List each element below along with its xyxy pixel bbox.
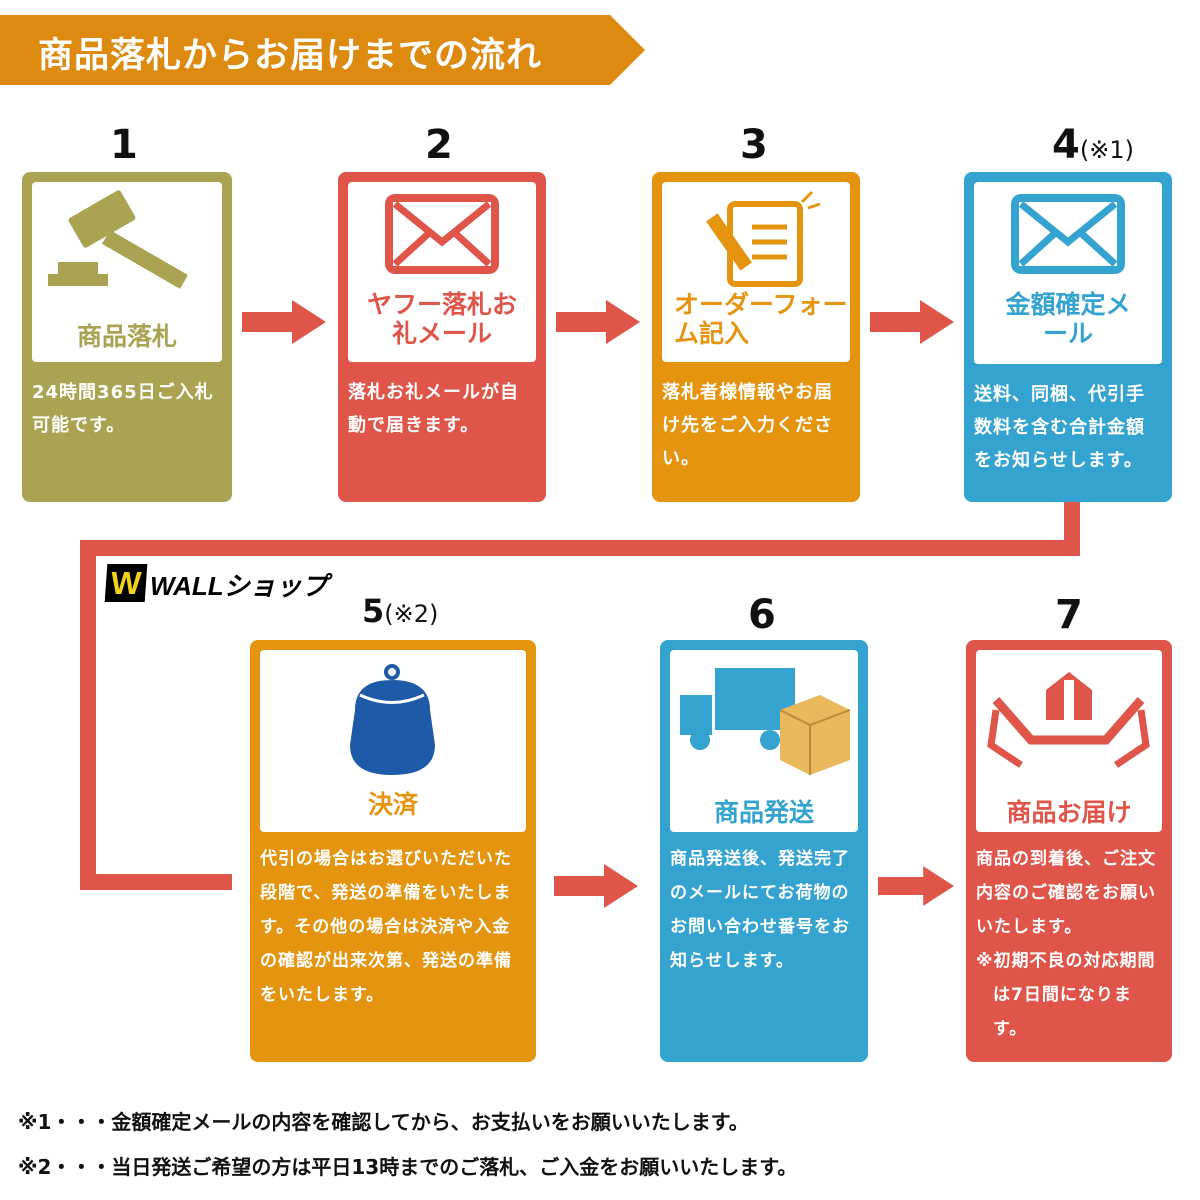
- arrow-right-icon: [870, 300, 954, 344]
- footnote-1: ※1・・・金額確定メールの内容を確認してから、お支払いをお願いいたします。: [18, 1110, 749, 1134]
- step-number: 5(※2): [362, 592, 439, 630]
- step-desc: 24時間365日ご入札可能です。: [32, 382, 214, 436]
- step-label: ヤフー落札お礼メール: [367, 290, 518, 348]
- purse-icon: [350, 664, 435, 775]
- step-card-7: 商品お届け 商品の到着後、ご注文内容のご確認をお願いいたします。 ※初期不良の対応…: [966, 640, 1172, 1062]
- step-card-4: 金額確定メール 送料、同梱、代引手数料を含む合計金額をお知らせします。: [964, 172, 1172, 502]
- connector-line: [80, 874, 232, 890]
- step-number: 4(※1): [1052, 122, 1134, 168]
- arrow-right-icon: [554, 864, 638, 908]
- step-number: 6: [748, 592, 776, 638]
- step-card-5: 決済 代引の場合はお選びいただいた段階で、発送の準備をいたします。その他の場合は…: [250, 640, 536, 1062]
- watermark-text: WALLショップ: [150, 571, 328, 601]
- step-card-6: 商品発送 商品発送後、発送完了のメールにてお荷物のお問い合わせ番号をお知らせしま…: [660, 640, 868, 1062]
- envelope-icon: [1011, 194, 1125, 274]
- step-label: 決済: [367, 790, 418, 819]
- truck-icon: [680, 668, 851, 775]
- step-desc: 送料、同梱、代引手数料を含む合計金額をお知らせします。: [974, 384, 1145, 471]
- step-card-2: ヤフー落札お礼メール 落札お礼メールが自動で届きます。: [338, 172, 546, 502]
- arrow-right-icon: [242, 300, 326, 344]
- envelope-icon: [385, 194, 499, 274]
- step-number: 1: [110, 122, 138, 168]
- footnote-2: ※2・・・当日発送ご希望の方は平日13時までのご落札、ご入金をお願いいたします。: [18, 1155, 798, 1179]
- step-card-1: 商品落札 24時間365日ご入札可能です。: [22, 172, 232, 502]
- form-pencil-icon: [706, 190, 821, 287]
- step-desc: 落札お礼メールが自動で届きます。: [348, 382, 519, 436]
- step-number: 2: [425, 122, 453, 168]
- step-desc: 商品の到着後、ご注文内容のご確認をお願いいたします。: [976, 849, 1156, 937]
- step-label: 商品発送: [713, 798, 814, 827]
- step-number: 3: [740, 122, 768, 168]
- gavel-icon: [48, 190, 188, 289]
- step-label: 金額確定メール: [1005, 290, 1131, 348]
- step-label: オーダーフォーム記入: [674, 290, 848, 348]
- step-label: 商品お届け: [1006, 798, 1132, 827]
- step-desc: 代引の場合はお選びいただいた段階で、発送の準備をいたします。その他の場合は決済や…: [260, 849, 512, 1005]
- step-number: 7: [1055, 592, 1083, 638]
- arrow-right-icon: [878, 866, 954, 906]
- arrow-right-icon: [556, 300, 640, 344]
- step-desc: 落札者様情報やお届け先をご入力ください。: [662, 382, 833, 469]
- step-desc: 商品発送後、発送完了のメールにてお荷物のお問い合わせ番号をお知らせします。: [670, 849, 850, 971]
- hands-box-icon: [987, 672, 1150, 768]
- step-card-3: オーダーフォーム記入 落札者様情報やお届け先をご入力ください。: [652, 172, 860, 502]
- step-desc-note: ※初期不良の対応期間は7日間になります。: [976, 951, 1156, 1039]
- step-label: 商品落札: [76, 322, 177, 351]
- connector-line: [80, 540, 96, 890]
- watermark-logo: W: [104, 564, 148, 602]
- connector-line: [80, 540, 1080, 556]
- page-title: 商品落札からお届けまでの流れ: [38, 36, 543, 76]
- title-banner: 商品落札からお届けまでの流れ: [0, 15, 645, 85]
- connector-line: [1064, 500, 1080, 552]
